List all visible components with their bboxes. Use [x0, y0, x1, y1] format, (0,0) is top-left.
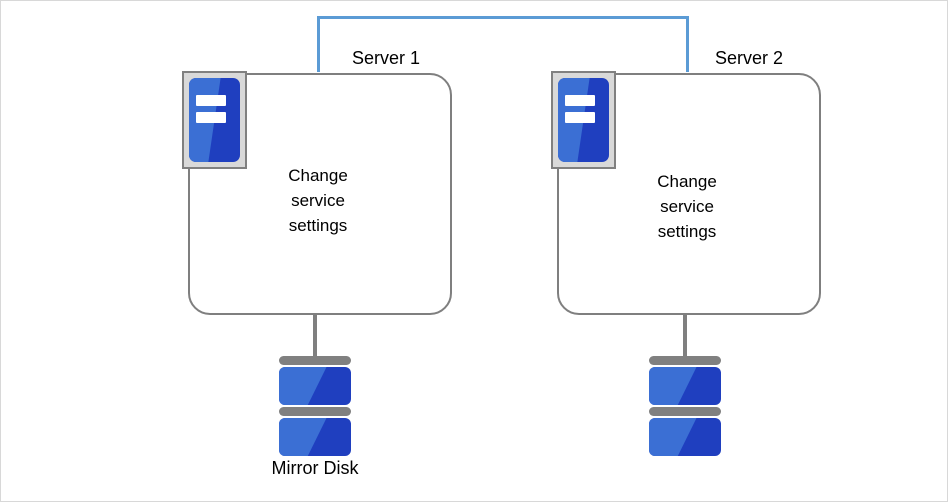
disk-ring-middle	[279, 407, 351, 416]
server-1-label: Server 1	[351, 48, 421, 68]
server-icon-body	[189, 78, 240, 162]
disk-platter-top	[649, 367, 721, 405]
server-icon	[182, 71, 247, 169]
server-2-label: Server 2	[714, 48, 784, 68]
server-icon-bar-bottom	[565, 111, 595, 123]
server-1-body-text: Change service settings	[288, 166, 348, 235]
server-icon-bar-bottom	[196, 111, 226, 123]
disk-ring-top	[279, 356, 351, 365]
disk-ring-top	[649, 356, 721, 365]
disk-platter-bottom	[279, 418, 351, 456]
mirror-disk-label: Mirror Disk	[271, 458, 359, 478]
server-1-disk-stem	[313, 314, 317, 358]
disk-platter-highlight	[279, 418, 327, 456]
server-2-disk-stem	[683, 314, 687, 358]
server-2-body-text: Change service settings	[657, 172, 717, 241]
mirror-disk-icon	[279, 356, 351, 456]
server-icon-body	[558, 78, 609, 162]
disk-platter-highlight	[649, 418, 697, 456]
interconnect-horizontal-line	[317, 16, 689, 19]
disk-ring-middle	[649, 407, 721, 416]
disk-platter-bottom	[649, 418, 721, 456]
interconnect-left-drop-line	[317, 16, 320, 72]
interconnect-right-drop-line	[686, 16, 689, 72]
mirror-disk-icon	[649, 356, 721, 456]
server-icon-bar-top	[565, 94, 595, 106]
server-icon	[551, 71, 616, 169]
disk-platter-top	[279, 367, 351, 405]
server-icon-bar-top	[196, 94, 226, 106]
disk-platter-highlight	[649, 367, 697, 405]
disk-platter-highlight	[279, 367, 327, 405]
server-2-box[interactable]	[557, 73, 821, 315]
